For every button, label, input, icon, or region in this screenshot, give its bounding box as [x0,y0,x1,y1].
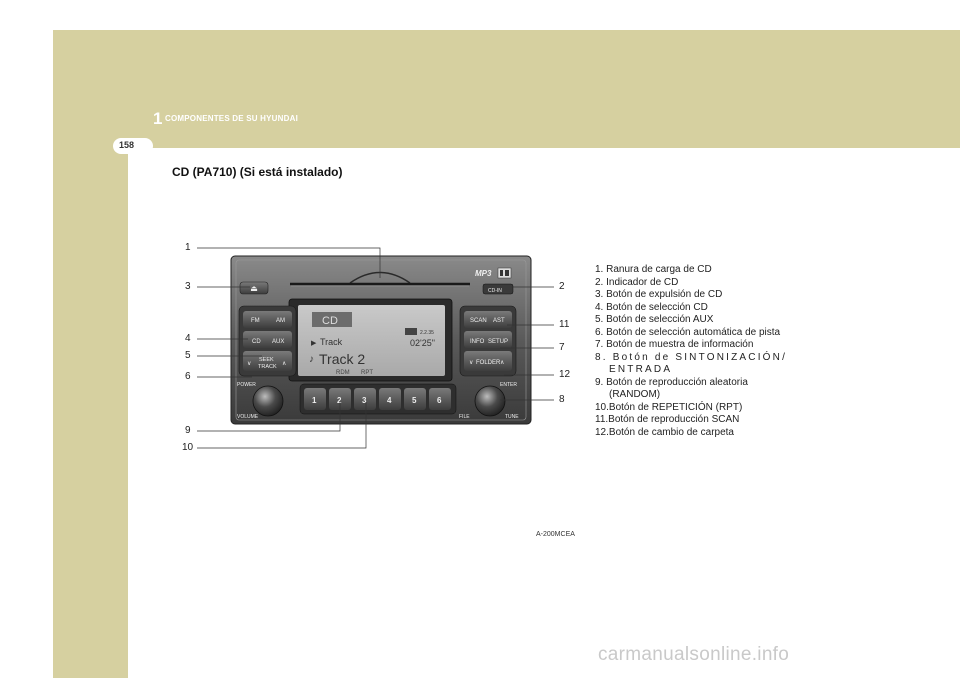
page-number: 158 [119,140,135,150]
svg-text:1: 1 [312,396,317,405]
setup-label: SETUP [488,339,508,345]
legend-item: 5. Botón de selección AUX [595,314,714,325]
callout-11: 11 [559,319,570,330]
ast-label: AST [493,318,505,324]
preset-3-button[interactable]: 3 [354,388,376,410]
callout-10: 10 [182,442,194,453]
legend-item: 8. Botón de SINTONIZACIÓN/ ENTRADA [595,351,788,376]
legend-item: 10.Botón de REPETICIÓN (RPT) [595,401,743,413]
legend-list: 1. Ranura de carga de CD 2. Indicador de… [595,264,795,439]
callout-3: 3 [185,281,191,292]
cd-button-label: CD [252,339,261,345]
legend-item: 7. Botón de muestra de información [595,339,754,350]
preset-6-button[interactable]: 6 [429,388,451,410]
legend-item: 1. Ranura de carga de CD [595,264,712,275]
svg-text:♪: ♪ [309,354,314,365]
seek-label: SEEK [259,357,274,363]
display-track-label: Track [320,337,343,347]
enter-label: ENTER [500,382,517,388]
scan-ast-button[interactable] [464,311,512,328]
legend-item: 2. Indicador de CD [595,276,679,288]
callout-4: 4 [185,333,191,344]
chapter-title: COMPONENTES DE SU HYUNDAI [165,114,299,123]
folder-button[interactable] [464,351,512,371]
callout-6: 6 [185,371,191,382]
scan-label: SCAN [470,318,487,324]
svg-text:4: 4 [387,396,392,405]
header-band [53,30,960,148]
preset-4-button[interactable]: 4 [379,388,401,410]
legend-item: 9. Botón de reproducción aleatoria (RAND… [595,376,748,401]
display-track-name: Track 2 [319,351,365,367]
chapter-number: 1 [153,109,163,128]
aux-button-label: AUX [272,339,284,345]
callout-7: 7 [559,342,565,353]
power-label: POWER [237,382,256,388]
am-label: AM [276,318,285,324]
cd-in-indicator [482,283,514,295]
legend-item: 4. Botón de selección CD [595,301,708,313]
fm-am-button[interactable] [243,311,292,328]
display-rpt: RPT [361,370,373,376]
callout-9: 9 [185,425,191,436]
legend-item: 3. Botón de expulsión de CD [595,289,723,300]
preset-2-button[interactable]: 2 [329,388,351,410]
preset-1-button[interactable]: 1 [304,388,326,410]
legend-item: 11.Botón de reproducción SCAN [595,414,740,425]
chevron-down-icon: ∨ [247,361,251,367]
folder-label: FOLDER [476,360,501,366]
chevron-down-icon: ∨ [469,360,473,366]
svg-text:▶: ▶ [311,340,317,347]
tune-label: TUNE [505,414,519,420]
mp3-logo: MP3 [475,269,492,278]
chevron-up-icon: ∧ [500,360,504,366]
figure-code: A-200MCEA [536,531,575,538]
svg-text:5: 5 [412,396,417,405]
callout-1: 1 [185,242,191,253]
legend-item: 6. Botón de selección automática de pist… [595,326,781,338]
chevron-up-icon: ∧ [282,361,286,367]
fm-label: FM [251,318,260,324]
preset-5-button[interactable]: 5 [404,388,426,410]
callout-8: 8 [559,394,565,405]
info-label: INFO [470,339,485,345]
legend-item: 12.Botón de cambio de carpeta [595,426,734,438]
left-margin-strip [53,148,128,678]
svg-text:6: 6 [437,396,442,405]
volume-label: VOLUME [237,414,259,420]
file-label: FILE [459,414,470,420]
watermark: carmanualsonline.info [598,644,790,665]
display-rdm: RDM [336,370,350,376]
info-setup-button[interactable] [464,331,512,348]
cd-in-label: CD-IN [488,288,502,294]
display-disc-indicator: 2.2.35 [420,330,434,336]
display-time: 02'25" [410,338,435,348]
svg-text:3: 3 [362,396,367,405]
tune-knob[interactable] [474,385,506,417]
eject-icon: ⏏ [250,284,258,293]
page-number-tab [113,138,153,154]
cd-aux-button[interactable] [243,331,292,348]
display-mode: CD [322,315,338,327]
svg-text:2: 2 [337,396,342,405]
leader-lines [197,247,554,449]
section-title: CD (PA710) (Si está instalado) [172,165,343,179]
callout-12: 12 [559,369,571,380]
track-label: TRACK [258,364,277,370]
eject-button[interactable] [239,281,269,295]
volume-knob[interactable] [252,385,284,417]
callout-2: 2 [559,281,565,292]
callout-5: 5 [185,350,191,361]
